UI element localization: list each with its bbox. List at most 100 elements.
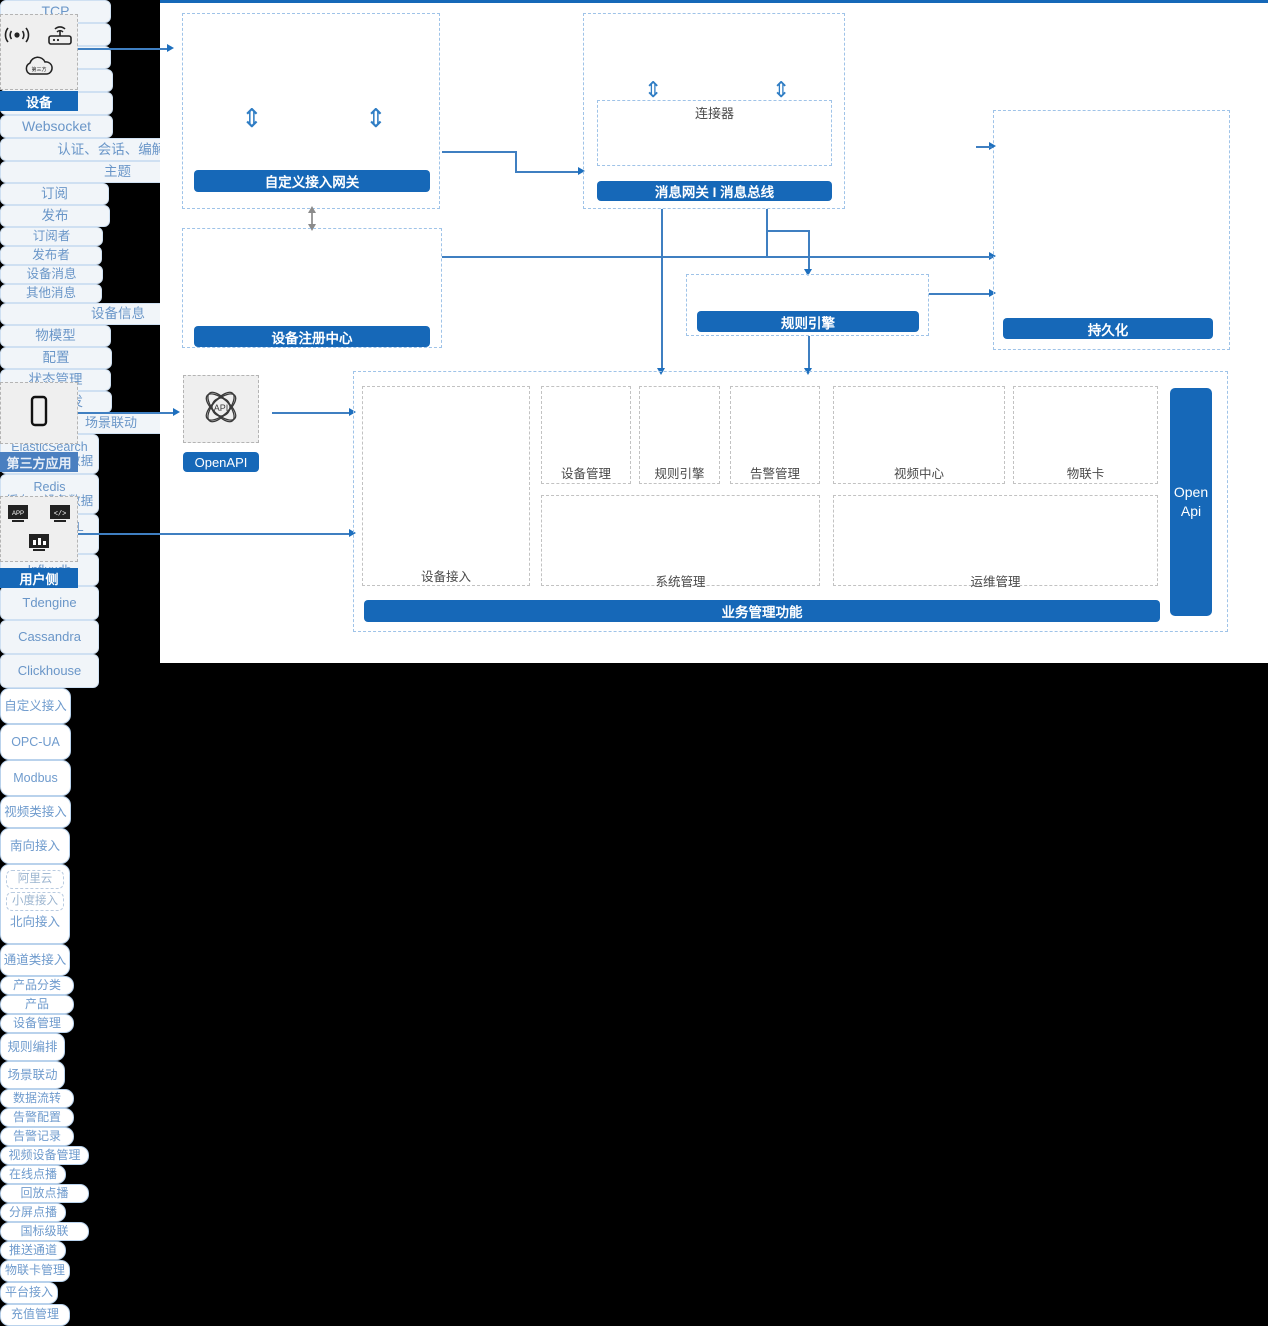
bus-to-rule-line-2 — [766, 230, 810, 232]
router-icon — [46, 23, 74, 52]
access-xiaodu[interactable]: 小度接入 — [6, 892, 64, 911]
custom-access-gateway-bar[interactable]: 自定义接入网关 — [194, 170, 430, 192]
access-video[interactable]: 视频类接入 — [0, 796, 71, 828]
system-mgmt-label: 系统管理 — [655, 575, 706, 589]
iot-platform-access[interactable]: 平台接入 — [0, 1282, 58, 1304]
iot-card-mgmt[interactable]: 物联卡管理 — [0, 1260, 70, 1282]
bus-to-business-line — [661, 209, 663, 371]
gateway-registry-link — [311, 209, 313, 229]
bus-to-rule-arrow — [804, 269, 812, 276]
alarm-config[interactable]: 告警配置 — [0, 1108, 74, 1127]
user-side-icon-card: APP </> — [0, 496, 78, 562]
device-label-tag: 设备 — [0, 91, 78, 111]
thirdparty-to-openapi-line — [78, 412, 174, 414]
device-access-group — [362, 386, 530, 586]
persistence-tdengine[interactable]: Tdengine — [0, 586, 99, 620]
openapi-tag[interactable]: OpenAPI — [183, 452, 259, 472]
video-device-mgmt[interactable]: 视频设备管理 — [0, 1146, 89, 1165]
chart-window-icon — [27, 533, 51, 560]
bus-publish[interactable]: 发布 — [0, 205, 110, 227]
rule-engine-business-group — [639, 386, 720, 484]
access-opcua[interactable]: OPC-UA — [0, 724, 71, 760]
gateway-to-bus-arrow — [578, 167, 585, 175]
rule-engine-business-label: 规则引擎 — [654, 467, 705, 481]
bus-subscribe[interactable]: 订阅 — [0, 183, 109, 205]
bus-left-bidirectional-arrow-icon: ⇕ — [644, 77, 663, 102]
third-party-icon-card — [0, 382, 78, 444]
gateway-to-bus-line-2 — [515, 151, 517, 173]
device-to-gateway-arrow — [167, 44, 174, 52]
open-api-vertical-bar[interactable]: Open Api — [1170, 388, 1212, 616]
persistence-group — [993, 110, 1230, 350]
persistence-cassandra[interactable]: Cassandra — [0, 620, 99, 654]
registry-config[interactable]: 配置 — [0, 347, 112, 369]
video-online-play[interactable]: 在线点播 — [0, 1165, 66, 1184]
iot-recharge-mgmt[interactable]: 充值管理 — [0, 1304, 70, 1326]
persistence-bar[interactable]: 持久化 — [1003, 318, 1213, 339]
rule-engine-bar[interactable]: 规则引擎 — [697, 311, 919, 332]
user-side-label-tag: 用户侧 — [0, 568, 78, 588]
app-window-icon: APP — [6, 503, 30, 530]
ops-mgmt-group — [833, 495, 1158, 586]
rule-scene-linkage-business[interactable]: 场景联动 — [0, 1061, 65, 1089]
rule-orchestration[interactable]: 规则编排 — [0, 1033, 65, 1061]
svg-text:API: API — [214, 403, 229, 413]
access-modbus[interactable]: Modbus — [0, 760, 71, 796]
message-bus-group — [583, 13, 845, 209]
bus-to-rule-line-1 — [766, 209, 768, 231]
business-mgmt-bar[interactable]: 业务管理功能 — [364, 600, 1160, 622]
business-group — [353, 371, 1228, 632]
user-side-label: 用户侧 — [19, 571, 59, 587]
registry-to-persistence-line — [442, 256, 992, 258]
protocol-websocket[interactable]: Websocket — [0, 115, 113, 138]
rule-to-business-line — [808, 336, 810, 371]
access-channel[interactable]: 通道类接入 — [0, 944, 70, 976]
third-party-label: 第三方应用 — [6, 455, 72, 471]
persistence-redis-name: Redis — [33, 479, 66, 494]
video-push-channel[interactable]: 推送通道 — [0, 1241, 66, 1260]
alarm-mgmt-group — [730, 386, 820, 484]
device-mgmt-product-category[interactable]: 产品分类 — [0, 976, 74, 995]
connector-publisher[interactable]: 发布者 — [0, 246, 102, 265]
access-southbound[interactable]: 南向接入 — [0, 828, 70, 864]
device-mgmt-group — [541, 386, 631, 484]
video-center-label: 视频中心 — [893, 467, 944, 481]
userside-to-business-arrow — [349, 529, 356, 537]
persistence-clickhouse[interactable]: Clickhouse — [0, 654, 99, 688]
alarm-data-flow[interactable]: 数据流转 — [0, 1089, 74, 1108]
connector-group — [597, 100, 832, 166]
third-party-label-tag: 第三方应用 — [0, 452, 78, 472]
device-mgmt-product[interactable]: 产品 — [0, 995, 74, 1014]
rule-to-persistence-arrow — [989, 289, 996, 297]
message-gateway-bar[interactable]: 消息网关 I 消息总线 — [597, 181, 832, 201]
userside-to-business-line — [78, 533, 350, 535]
openapi-to-business-arrow — [349, 408, 356, 416]
device-registry-bar[interactable]: 设备注册中心 — [194, 326, 430, 347]
video-split-screen[interactable]: 分屏点播 — [0, 1203, 66, 1222]
thirdparty-to-openapi-arrow — [173, 408, 180, 416]
system-mgmt-group — [541, 495, 820, 586]
svg-text:第三方: 第三方 — [31, 66, 46, 73]
bus-to-persistence-line-v — [766, 209, 768, 257]
gateway-to-bus-line-1 — [442, 151, 516, 153]
gateway-to-bus-line-3 — [515, 171, 581, 173]
connector-other-message[interactable]: 其他消息 — [0, 284, 102, 303]
persistence-inbound-line-top — [976, 146, 992, 148]
access-aliyun[interactable]: 阿里云 — [6, 870, 64, 889]
device-mgmt-label: 设备管理 — [560, 467, 611, 481]
video-gb-cascade[interactable]: 国标级联 — [0, 1222, 89, 1241]
code-window-icon: </> — [48, 503, 72, 530]
device-mgmt-device[interactable]: 设备管理 — [0, 1014, 74, 1033]
rule-engine-group — [686, 274, 929, 336]
connector-title: 连接器 — [694, 106, 734, 121]
access-custom[interactable]: 自定义接入 — [0, 688, 71, 724]
connector-subscriber[interactable]: 订阅者 — [0, 227, 103, 246]
registry-thing-model[interactable]: 物模型 — [0, 325, 111, 347]
access-northbound-box: 阿里云 小度接入 北向接入 — [0, 864, 70, 944]
alarm-record[interactable]: 告警记录 — [0, 1127, 74, 1146]
bus-to-persistence-arrow — [989, 252, 996, 260]
connector-device-message[interactable]: 设备消息 — [0, 265, 103, 284]
video-playback[interactable]: 回放点播 — [0, 1184, 89, 1203]
device-registry-group — [182, 228, 442, 348]
